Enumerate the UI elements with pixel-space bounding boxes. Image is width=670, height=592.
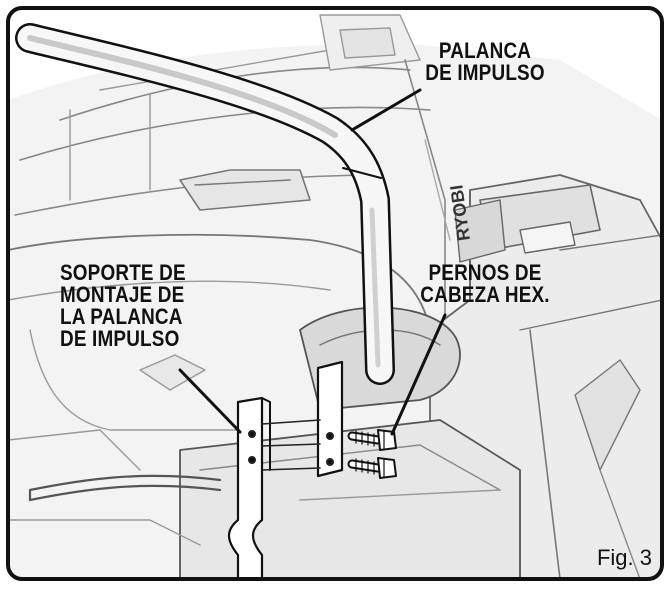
leader-line-soporte	[178, 368, 242, 434]
label-line: LA PALANCA	[60, 304, 183, 329]
leader-line-pernos	[390, 313, 447, 436]
hex-bolt-lower	[347, 457, 397, 479]
mounting-bracket	[227, 396, 321, 579]
figure-label: Fig. 3	[596, 545, 652, 570]
label-hex-bolts: PERNOS DE CABEZA HEX.	[399, 262, 571, 306]
label-line: CABEZA HEX.	[420, 282, 550, 307]
leader-line-palanca	[350, 88, 422, 132]
label-line: PERNOS DE	[428, 260, 542, 285]
label-line: DE IMPULSO	[425, 60, 545, 85]
figure-frame	[6, 6, 664, 581]
label-mounting-bracket: SOPORTE DE MONTAJE DE LA PALANCA DE IMPU…	[60, 262, 241, 350]
label-line: SOPORTE DE	[60, 260, 186, 285]
lever-plate	[316, 360, 344, 478]
impulse-lever	[15, 23, 395, 385]
label-impulse-lever: PALANCA DE IMPULSO	[412, 40, 558, 84]
label-line: DE IMPULSO	[60, 326, 180, 351]
label-line: PALANCA	[438, 38, 532, 63]
label-line: MONTAJE DE	[60, 282, 185, 307]
